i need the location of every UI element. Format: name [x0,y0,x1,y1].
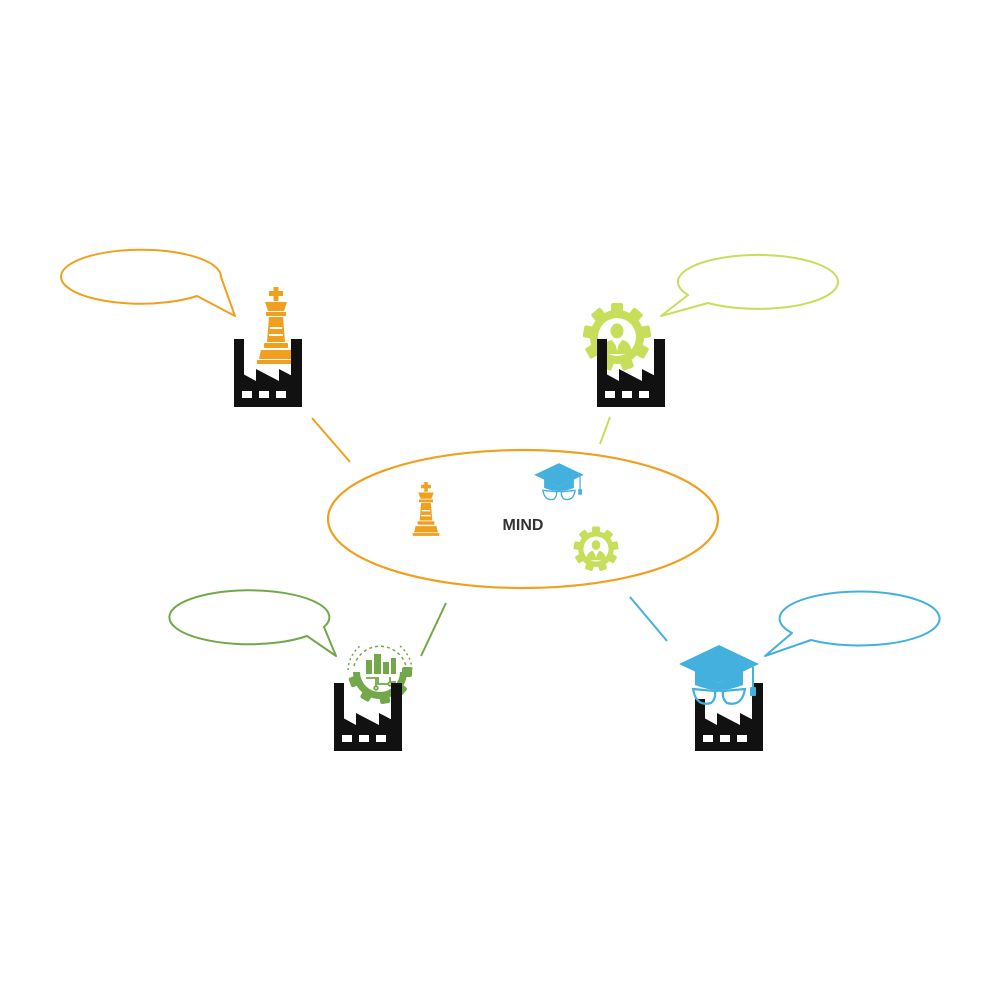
mind-ellipse [326,448,720,590]
speech-bubble-digital [168,589,337,657]
graduation-cap-glasses-icon [533,462,585,501]
factory-icon [234,339,302,407]
mind-hub: MIND [326,448,720,590]
chess-king-icon [412,482,440,536]
speech-bubble-hr [660,253,839,317]
connector-education [629,596,668,642]
city-gear-icon [347,645,413,706]
chess-king-icon [257,287,295,364]
connector-digital [420,602,447,657]
person-gear-icon [573,526,619,572]
node-hr [582,253,839,407]
mind-label: MIND [503,517,544,534]
speech-bubble-strategy [60,248,236,317]
node-education [677,590,941,751]
speech-bubble-education [764,590,941,657]
person-gear-icon [582,303,652,372]
node-strategy [60,248,302,407]
connector-hr [599,416,611,445]
connector-strategy [311,417,351,463]
node-digital [168,589,413,751]
graduation-cap-glasses-icon [677,643,761,705]
